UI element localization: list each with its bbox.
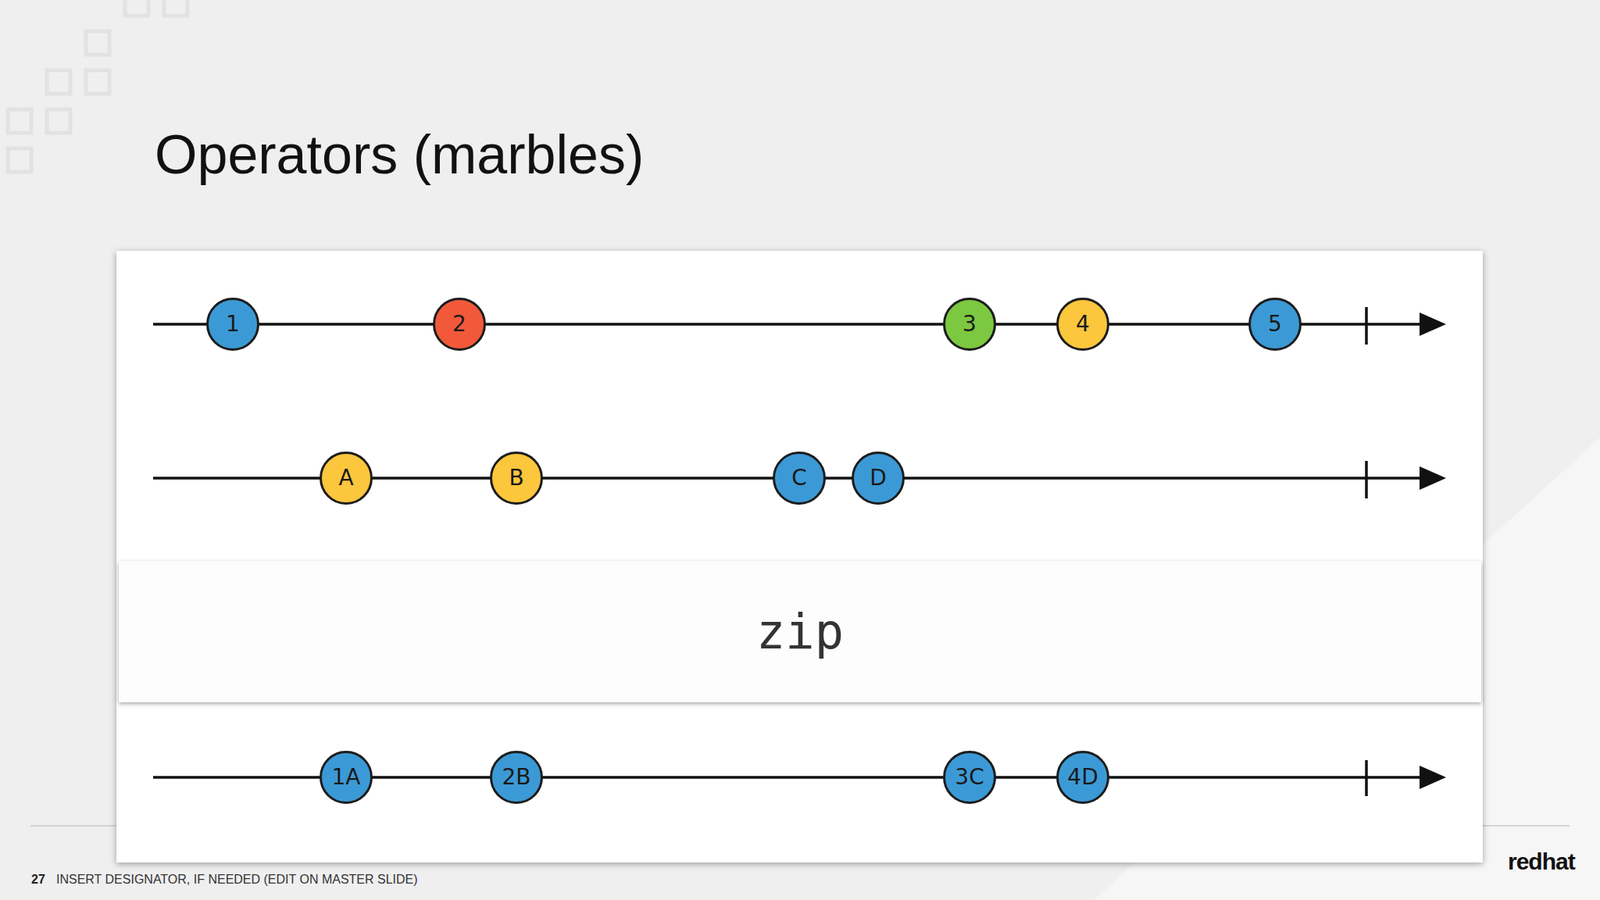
marble-value: B — [508, 467, 524, 490]
marble: 4 — [1056, 297, 1110, 351]
marble: D — [851, 451, 905, 505]
marble-value: 3 — [962, 313, 977, 336]
marble-value: 2 — [452, 313, 467, 336]
operator-band: zip — [118, 560, 1482, 703]
slide-number: 27 — [31, 872, 46, 887]
marble: A — [319, 451, 373, 505]
marble-value: 4 — [1075, 313, 1090, 336]
marble-value: 1A — [332, 766, 361, 789]
marble-value: A — [338, 467, 354, 490]
marble-value: C — [791, 467, 808, 490]
marble: 4D — [1056, 750, 1110, 804]
marble-value: 1 — [225, 313, 240, 336]
marble: 2B — [489, 750, 543, 804]
marble: 3C — [942, 750, 997, 804]
marble: 3 — [942, 297, 997, 351]
marble-value: 5 — [1267, 313, 1283, 336]
marble: 1A — [319, 750, 373, 804]
marble: 5 — [1248, 297, 1302, 351]
brand-logo-text: redhat — [1507, 848, 1575, 875]
operator-name: zip — [756, 607, 844, 657]
marble-value: D — [869, 467, 887, 490]
marble: B — [489, 451, 543, 505]
marble-value: 4D — [1067, 766, 1098, 789]
marble: C — [772, 451, 826, 505]
marble-value: 3C — [954, 766, 984, 789]
marble: 2 — [432, 297, 486, 351]
marble-value: 2B — [501, 766, 531, 789]
footer-note: INSERT DESIGNATOR, IF NEEDED (EDIT ON MA… — [56, 872, 418, 887]
marble: 1 — [206, 297, 260, 351]
slide-title: Operators (marbles) — [154, 125, 644, 186]
